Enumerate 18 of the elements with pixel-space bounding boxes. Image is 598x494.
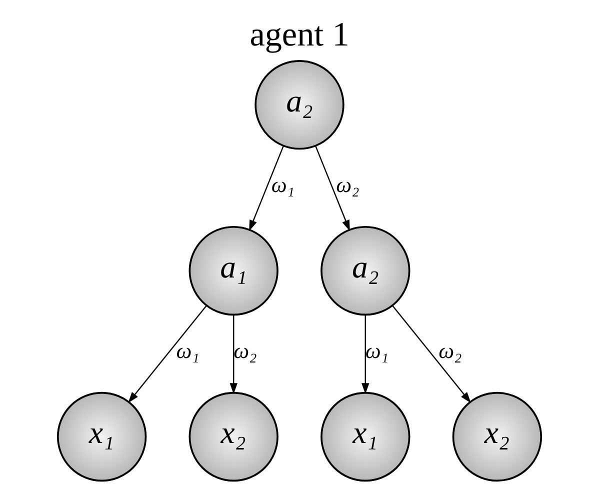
- node-circle: a₂: [320, 226, 410, 316]
- diagram-title: agent 1: [249, 16, 349, 54]
- arrow: [314, 146, 350, 232]
- edge-label: ω₂: [233, 338, 256, 363]
- node-circle: x₁: [320, 392, 410, 482]
- edge-label: ω₁: [270, 172, 294, 197]
- node-circle: a₂: [254, 60, 344, 150]
- arrow: [248, 146, 284, 232]
- arrow: [361, 314, 369, 394]
- node-circle: a₁: [188, 226, 278, 316]
- edge-label: ω₂: [336, 172, 359, 197]
- arrow: [391, 305, 470, 403]
- node-circle: x₂: [188, 392, 278, 482]
- edge-label: ω₂: [438, 338, 462, 363]
- edge-label: ω₁: [176, 338, 199, 363]
- edge-label: ω₁: [364, 338, 388, 363]
- arrow: [128, 305, 207, 403]
- arrow: [229, 314, 237, 394]
